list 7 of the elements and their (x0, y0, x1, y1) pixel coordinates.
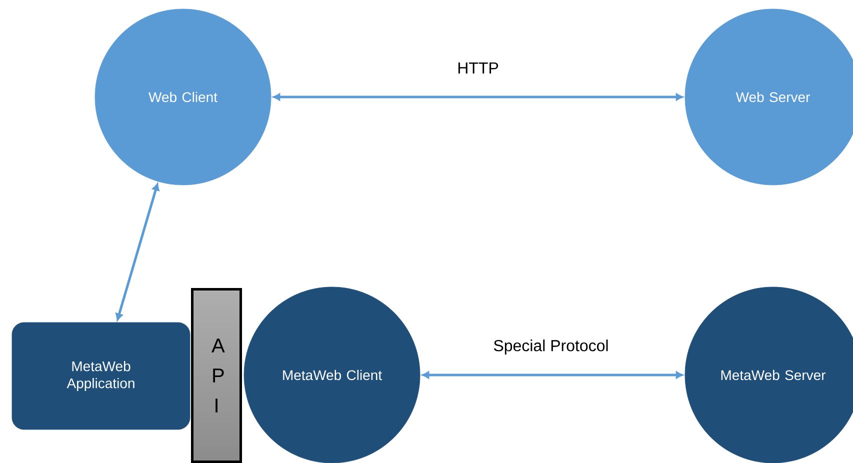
edge-label: Special Protocol (491, 338, 611, 356)
edge-label: HTTP (455, 60, 501, 76)
api-bar: A P I (191, 288, 242, 463)
arrow (422, 371, 683, 379)
application-box: MetaWeb Application (12, 322, 190, 430)
arrow (116, 183, 160, 320)
arrow (273, 93, 683, 101)
